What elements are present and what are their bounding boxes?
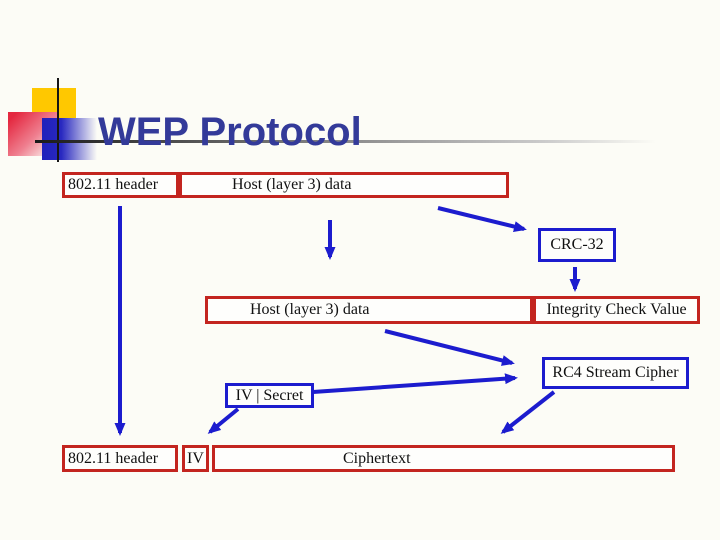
arrow-rc4-to-ciphertext xyxy=(500,390,556,434)
plaintext-header-label: 802.11 header xyxy=(68,176,159,193)
crc32-label: CRC-32 xyxy=(550,236,604,253)
ciphertext-box: Ciphertext xyxy=(212,445,675,472)
plaintext-payload-label: Host (layer 3) data xyxy=(232,176,352,193)
plaintext-header-box: 802.11 header xyxy=(62,172,179,198)
title-underline xyxy=(35,140,675,143)
iv-secret-box: IV | Secret xyxy=(225,383,314,408)
arrow-key-to-rc4 xyxy=(312,373,518,394)
icv-label: Integrity Check Value xyxy=(546,301,687,318)
encrypted-header-box: 802.11 header xyxy=(62,445,178,472)
arrow-key-to-iv xyxy=(207,407,240,434)
encrypted-header-label: 802.11 header xyxy=(68,449,159,467)
encrypted-iv-label: IV xyxy=(187,449,204,467)
crc32-box: CRC-32 xyxy=(538,228,616,262)
rc4-box: RC4 Stream Cipher xyxy=(542,357,689,389)
integrity-payload-box: Host (layer 3) data xyxy=(205,296,533,324)
arrow-data-to-rc4 xyxy=(384,329,515,366)
slide-title: WEP Protocol xyxy=(98,109,362,154)
encrypted-iv-box: IV xyxy=(182,445,209,472)
rc4-label: RC4 Stream Cipher xyxy=(552,364,679,381)
ciphertext-label: Ciphertext xyxy=(343,449,411,467)
icv-box: Integrity Check Value xyxy=(533,296,700,324)
plaintext-payload-box: Host (layer 3) data xyxy=(179,172,509,198)
integrity-payload-label: Host (layer 3) data xyxy=(250,301,370,318)
iv-secret-label: IV | Secret xyxy=(235,386,304,404)
decoration-blue-square xyxy=(42,118,97,160)
arrow-data-to-crc xyxy=(437,206,527,232)
decoration-vertical-line xyxy=(57,78,59,162)
